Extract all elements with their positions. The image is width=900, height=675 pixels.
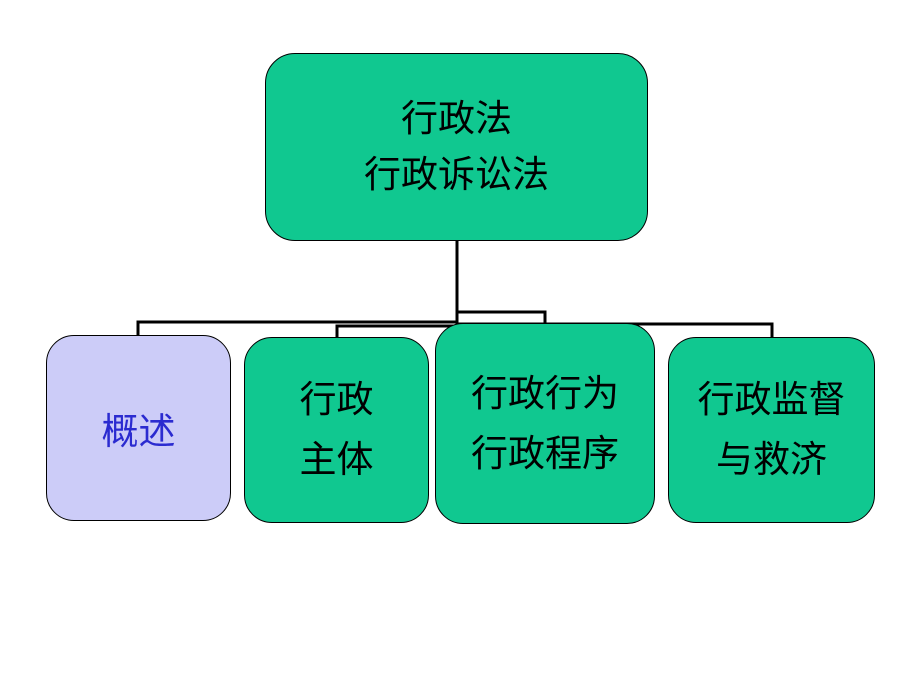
child-node-overview-text: 概述 xyxy=(102,401,176,455)
connector-child-2 xyxy=(455,310,547,323)
child-node-act-procedure-line-1: 行政行为 xyxy=(471,371,619,415)
child-node-overview: 概述 xyxy=(46,335,231,521)
child-node-supervision-relief-line-2: 与救济 xyxy=(716,438,827,481)
child-node-subject-text: 行政 主体 xyxy=(300,370,374,490)
child-node-supervision-relief-text: 行政监督 与救济 xyxy=(698,370,846,490)
root-node: 行政法 行政诉讼法 xyxy=(265,53,648,241)
child-node-subject-line-1: 行政 xyxy=(299,378,374,421)
child-node-act-procedure: 行政行为 行政程序 xyxy=(435,323,655,524)
child-node-subject: 行政 主体 xyxy=(244,337,429,523)
child-node-supervision-relief-line-1: 行政监督 xyxy=(697,378,846,421)
root-node-line-2: 行政诉讼法 xyxy=(364,153,549,196)
child-node-overview-line-1: 概述 xyxy=(101,410,176,453)
child-node-supervision-relief: 行政监督 与救济 xyxy=(668,337,875,523)
root-node-text: 行政法 行政诉讼法 xyxy=(364,91,549,203)
root-node-line-1: 行政法 xyxy=(401,97,512,140)
child-node-act-procedure-line-2: 行政程序 xyxy=(471,431,619,475)
child-node-subject-line-2: 主体 xyxy=(299,438,374,481)
child-node-act-procedure-text: 行政行为 行政程序 xyxy=(471,364,619,484)
